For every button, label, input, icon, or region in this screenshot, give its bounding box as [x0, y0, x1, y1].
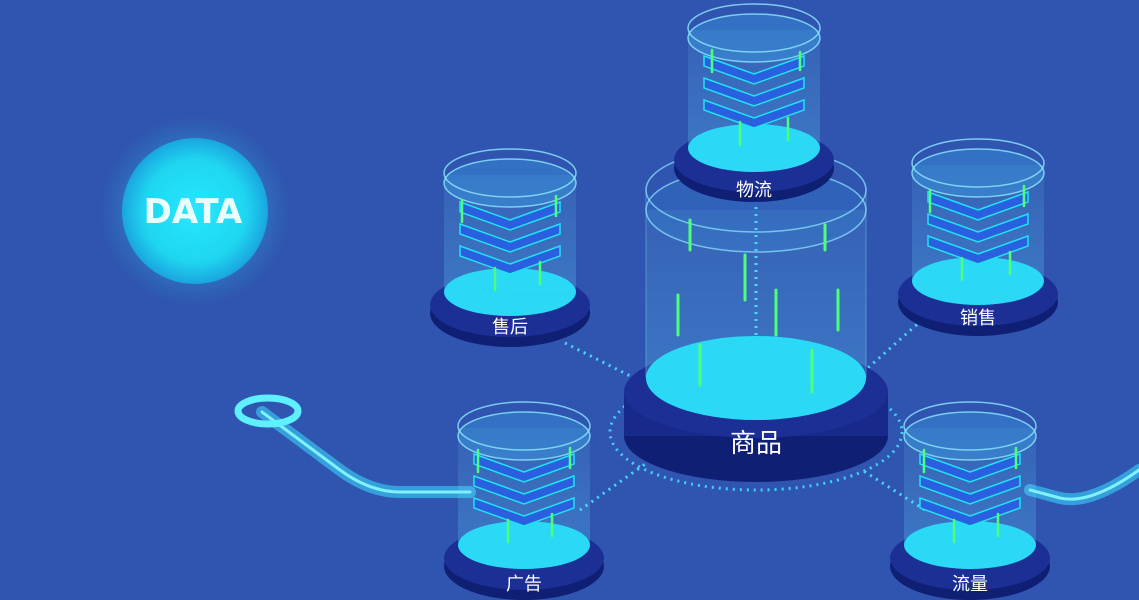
node-sales: 销售 — [898, 138, 1058, 336]
pipe-ring — [234, 394, 302, 428]
data-badge: DATA — [100, 116, 290, 306]
node-ads: 广告 — [444, 401, 604, 600]
connector-sales — [859, 318, 923, 377]
hub-label: 商品 — [730, 429, 782, 459]
node-sales-label: 销售 — [960, 308, 996, 329]
hub-cylinder: 商品 — [608, 147, 904, 492]
left-pipe — [234, 394, 476, 498]
node-traffic: 流量 — [890, 401, 1050, 600]
node-after-sales-label: 售后 — [492, 317, 528, 338]
connector-ads — [579, 460, 649, 512]
node-ads-label: 广告 — [506, 574, 542, 595]
node-logistics: 物流 — [674, 3, 834, 202]
data-badge-text: DATA — [144, 192, 243, 232]
node-traffic-label: 流量 — [952, 574, 988, 595]
node-after-sales: 售后 — [430, 148, 590, 347]
right-pipe — [1024, 464, 1139, 506]
node-logistics-label: 物流 — [736, 180, 772, 201]
